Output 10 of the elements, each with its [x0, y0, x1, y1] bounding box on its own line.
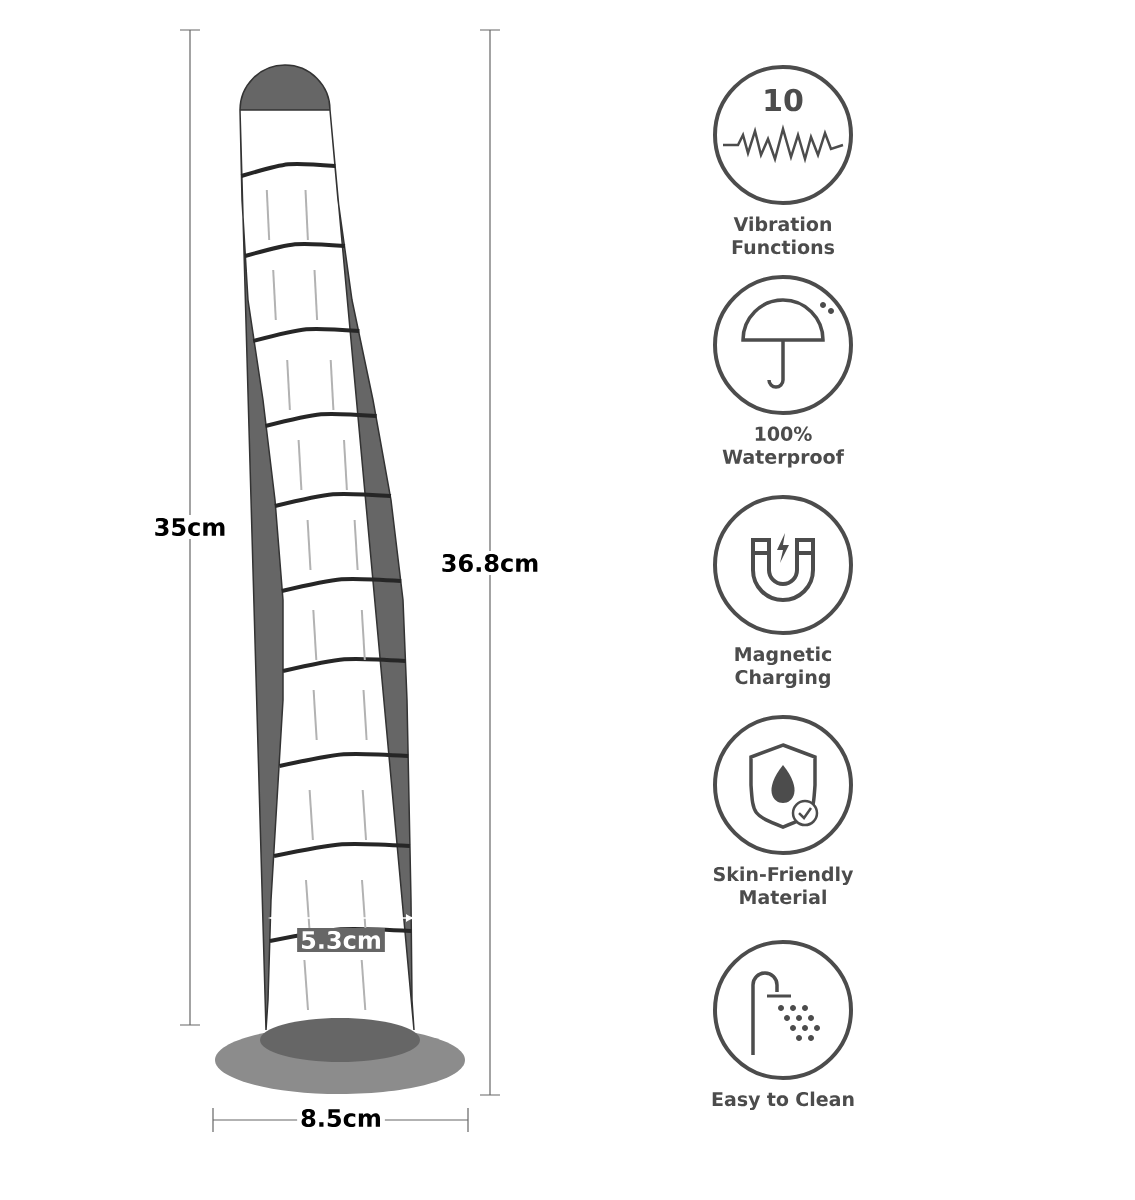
- feature-caption: Easy to Clean: [712, 1091, 854, 1111]
- feature-caption: Vibration Functions: [732, 216, 835, 255]
- dimension-label: 8.5cm: [297, 1105, 385, 1131]
- number-label: 10: [765, 88, 803, 112]
- feature-caption: Skin-Friendly Material: [713, 866, 854, 905]
- feature-caption: 100% Waterproof: [722, 426, 845, 468]
- dimension-label: 35cm: [150, 514, 230, 540]
- feature-caption: Magnetic Charging: [735, 646, 832, 689]
- dimension-label: 36.8cm: [437, 550, 543, 576]
- dimension-label: 5.3cm: [297, 927, 385, 953]
